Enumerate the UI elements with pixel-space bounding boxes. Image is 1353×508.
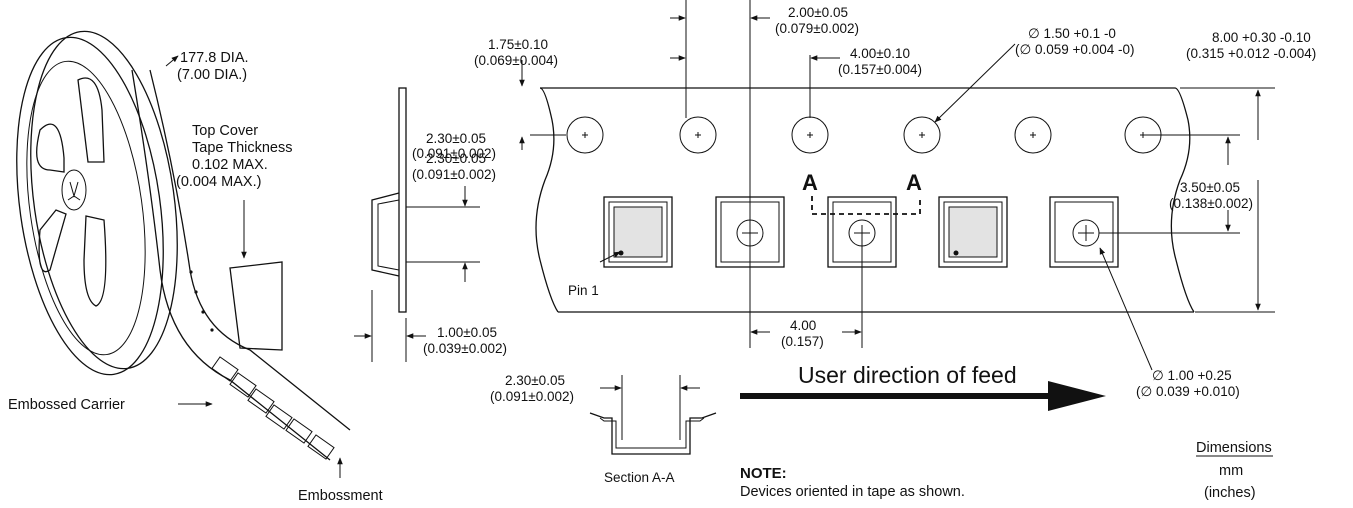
cover-tape-line-2: Tape Thickness	[192, 140, 292, 156]
hole-to-pocket-mm: 3.50±0.05	[1180, 180, 1240, 195]
feed-direction-label: User direction of feed	[798, 362, 1017, 388]
thickness-mm: 1.00±0.05	[437, 325, 497, 340]
tape-width-mm: 8.00 +0.30 -0.10	[1212, 30, 1311, 45]
section-marker-left: A	[802, 170, 818, 195]
embossment-label: Embossment	[298, 488, 383, 504]
section-caption: Section A-A	[604, 470, 675, 485]
note-heading: NOTE:	[740, 465, 787, 482]
pocket-hole-mm: ∅ 1.00 +0.25	[1152, 368, 1232, 383]
pocket-depth-in: (0.091±0.002)	[412, 167, 496, 182]
edge-distance-mm: 1.75±0.10	[488, 37, 548, 52]
reel-diameter-in: (7.00 DIA.)	[177, 67, 247, 83]
p2-in: (0.079±0.002)	[775, 21, 859, 36]
section-width-mm: 2.30±0.05	[505, 373, 565, 388]
edge-distance-in: (0.069±0.004)	[474, 53, 558, 68]
carrier-pockets	[211, 356, 335, 460]
units-secondary: (inches)	[1204, 485, 1256, 501]
note-text: Devices oriented in tape as shown.	[740, 484, 965, 500]
feed-arrow	[740, 381, 1106, 411]
section-width-in: (0.091±0.002)	[490, 389, 574, 404]
p0-in: (0.157±0.004)	[838, 62, 922, 77]
pocket-depth-mm: 2.30±0.05	[426, 151, 486, 166]
tape-width-in: (0.315 +0.012 -0.004)	[1186, 46, 1316, 61]
sprocket-hole-mm: ∅ 1.50 +0.1 -0	[1028, 26, 1116, 41]
thickness-in: (0.039±0.002)	[423, 341, 507, 356]
row-offset-mm: 2.30±0.05	[426, 131, 486, 146]
p0-mm: 4.00±0.10	[850, 46, 910, 61]
section-marker-right: A	[906, 170, 922, 195]
pocket-pitch-in: (0.157)	[781, 334, 824, 349]
cover-tape-line-3: 0.102 MAX.	[192, 157, 268, 173]
hole-to-pocket-in: (0.138±0.002)	[1169, 196, 1253, 211]
reel-diameter-mm: 177.8 DIA.	[180, 50, 249, 66]
reel-illustration	[16, 30, 351, 478]
units-heading: Dimensions	[1196, 440, 1272, 456]
pockets	[603, 196, 1119, 268]
row-offset-in: (0.091±0.002)	[412, 146, 496, 161]
pocket-hole-in: (∅ 0.039 +0.010)	[1136, 384, 1240, 399]
side-view	[354, 87, 480, 362]
tape-top-view	[519, 0, 1275, 371]
section-a-a	[589, 375, 717, 455]
embossed-carrier-label: Embossed Carrier	[8, 397, 125, 413]
sprocket-holes	[566, 116, 1162, 154]
units-primary: mm	[1219, 463, 1243, 479]
p2-mm: 2.00±0.05	[788, 5, 848, 20]
cover-tape-line-1: Top Cover	[192, 123, 258, 139]
pocket-pitch-mm: 4.00	[790, 318, 816, 333]
cover-tape-line-4: (0.004 MAX.)	[176, 174, 261, 190]
sprocket-hole-in: (∅ 0.059 +0.004 -0)	[1015, 42, 1134, 57]
pin1-label: Pin 1	[568, 283, 599, 298]
